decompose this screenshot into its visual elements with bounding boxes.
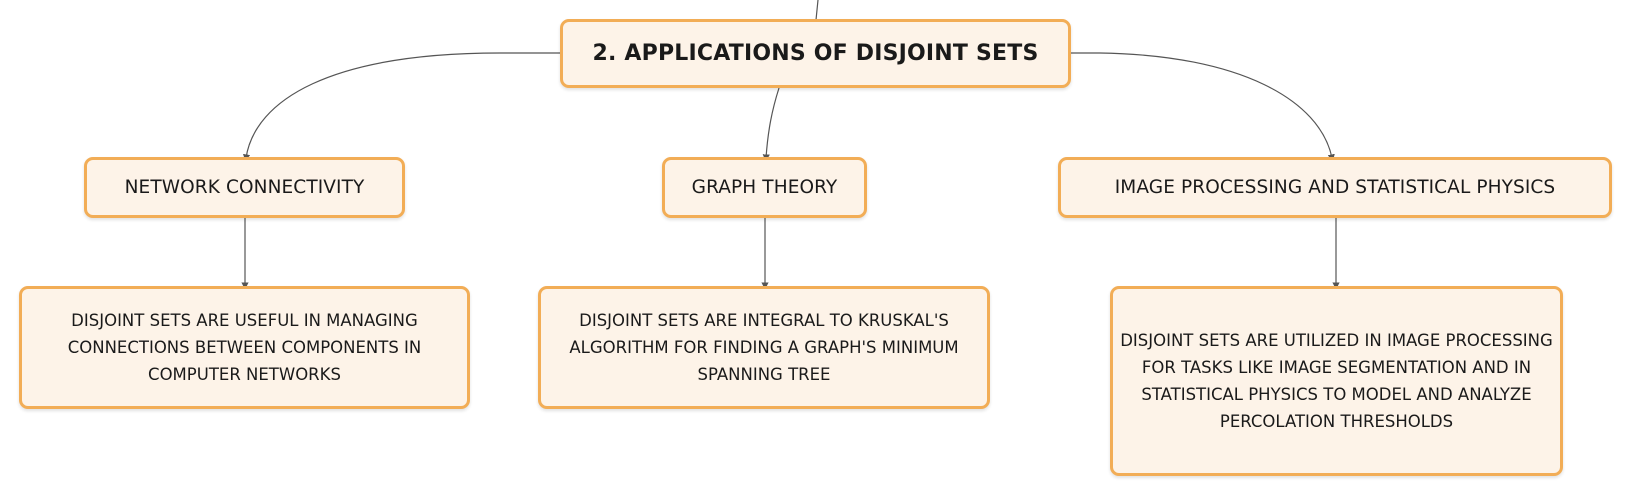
connector-root-to-network: [242, 52, 560, 162]
branch-node-label: NETWORK CONNECTIVITY: [124, 177, 365, 198]
root-node-label: 2. APPLICATIONS OF DISJOINT SETS: [592, 41, 1039, 66]
branch-node-graph-theory[interactable]: GRAPH THEORY: [662, 157, 867, 218]
detail-node-text: DISJOINT SETS ARE UTILIZED IN IMAGE PROC…: [1120, 331, 1553, 431]
connector-incoming: [815, 0, 819, 21]
branch-node-label: GRAPH THEORY: [691, 177, 838, 198]
detail-node-text: DISJOINT SETS ARE USEFUL IN MANAGING CON…: [67, 311, 422, 384]
branch-node-label: IMAGE PROCESSING AND STATISTICAL PHYSICS: [1114, 177, 1556, 198]
detail-node-image-processing[interactable]: DISJOINT SETS ARE UTILIZED IN IMAGE PROC…: [1110, 286, 1563, 476]
connector-root-to-image: [1069, 52, 1335, 162]
root-node[interactable]: 2. APPLICATIONS OF DISJOINT SETS: [560, 19, 1071, 88]
detail-node-text: DISJOINT SETS ARE INTEGRAL TO KRUSKAL'S …: [569, 311, 959, 384]
detail-node-graph-theory[interactable]: DISJOINT SETS ARE INTEGRAL TO KRUSKAL'S …: [538, 286, 990, 409]
connector-root-to-graph: [762, 87, 780, 162]
detail-node-network-connectivity[interactable]: DISJOINT SETS ARE USEFUL IN MANAGING CON…: [19, 286, 470, 409]
branch-node-image-processing[interactable]: IMAGE PROCESSING AND STATISTICAL PHYSICS: [1058, 157, 1612, 218]
branch-node-network-connectivity[interactable]: NETWORK CONNECTIVITY: [84, 157, 405, 218]
